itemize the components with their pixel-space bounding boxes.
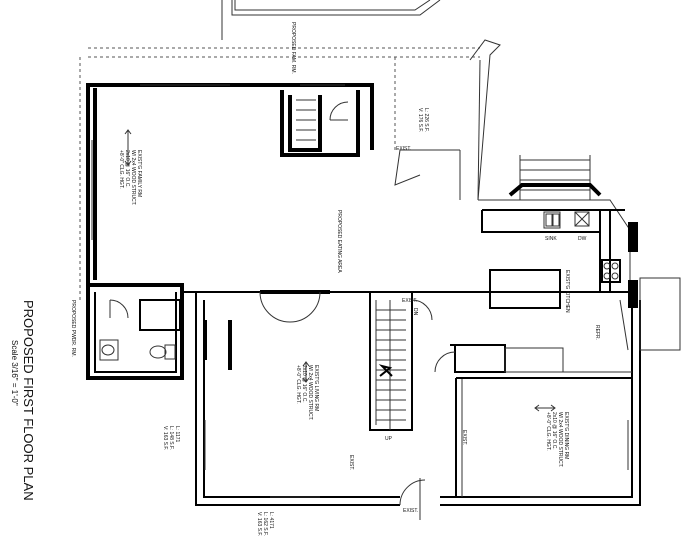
left-area-label: L: 1171 L: 148 S.F. V: 163 S.F. bbox=[162, 426, 180, 450]
eating-area-label: PROPOSED EATING AREA bbox=[336, 210, 342, 273]
svg-text:2x10 @ 16" O.C.: 2x10 @ 16" O.C. bbox=[301, 365, 307, 403]
exist-label-living: EXIST. bbox=[348, 455, 354, 470]
svg-text:L: 148 S.F.: L: 148 S.F. bbox=[168, 426, 174, 450]
svg-text:V: 163 S.F.: V: 163 S.F. bbox=[162, 426, 168, 450]
sink-label: SINK bbox=[545, 236, 557, 242]
svg-text:V: 176 S.F.: V: 176 S.F. bbox=[417, 108, 423, 132]
svg-text:2x10 @ 16" O.C.: 2x10 @ 16" O.C. bbox=[551, 412, 557, 450]
svg-text:+8'-0" CLG. HGT.: +8'-0" CLG. HGT. bbox=[545, 412, 551, 451]
family-room bbox=[79, 57, 396, 300]
svg-text:EXIST'G DINING RM: EXIST'G DINING RM bbox=[563, 412, 569, 459]
svg-text:+8'-0" CLG. HGT.: +8'-0" CLG. HGT. bbox=[295, 365, 301, 404]
sink-icon bbox=[99, 339, 119, 361]
title-block: PROPOSED FIRST FLOOR PLAN Scale 3/16" = … bbox=[10, 300, 36, 501]
kitchen-island bbox=[489, 269, 561, 309]
kitchen-label: EXIST'G KITCHEN bbox=[564, 270, 570, 313]
range-icon bbox=[601, 259, 621, 283]
main-house-walls bbox=[182, 290, 641, 520]
refr-label: REFR. bbox=[594, 325, 600, 340]
stairs bbox=[369, 292, 433, 431]
svg-text:2x10 @ 16" O.C.: 2x10 @ 16" O.C. bbox=[124, 150, 130, 188]
svg-text:+8'-0" CLG. HGT.: +8'-0" CLG. HGT. bbox=[118, 150, 124, 189]
bottom-area-label: L: 4171 L: 162 S.F. V: 163 S.F. bbox=[256, 512, 274, 536]
svg-text:W/ 2x4 WOOD STRUCT.: W/ 2x4 WOOD STRUCT. bbox=[557, 412, 563, 468]
exist-label-bottom: EXIST. bbox=[403, 508, 418, 514]
stair-up-label: UP bbox=[385, 436, 393, 442]
stair-down-label: DN bbox=[412, 308, 418, 316]
dw-label: DW bbox=[578, 236, 587, 242]
living-room-label: EXIST'G LIVING RM W/ 2x4 WOOD STRUCT. 2x… bbox=[295, 365, 319, 421]
toilet-icon bbox=[149, 345, 167, 359]
svg-text:L: 4171: L: 4171 bbox=[268, 512, 274, 529]
exist-label-stair: EXIST. bbox=[402, 298, 417, 304]
site-lines bbox=[88, 0, 501, 201]
top-area-label: L: 226 S.F. V: 176 S.F. bbox=[417, 108, 429, 132]
dining-room-label: EXIST'G DINING RM W/ 2x4 WOOD STRUCT. 2x… bbox=[545, 412, 569, 468]
arrow-icon bbox=[124, 129, 556, 412]
svg-text:L: 226 S.F.: L: 226 S.F. bbox=[423, 108, 429, 132]
svg-text:W/ 2x4 WOOD STRUCT.: W/ 2x4 WOOD STRUCT. bbox=[307, 365, 313, 421]
page-title: PROPOSED FIRST FLOOR PLAN bbox=[21, 300, 36, 501]
powder-room bbox=[86, 283, 184, 380]
svg-text:V: 163 S.F.: V: 163 S.F. bbox=[256, 512, 262, 536]
svg-text:EXIST'G FAMILY RM: EXIST'G FAMILY RM bbox=[136, 150, 142, 197]
svg-text:L: 1171: L: 1171 bbox=[174, 426, 180, 443]
powder-room-label: PROPOSED PWDR. RM. bbox=[70, 300, 76, 357]
family-room-label: EXIST'G FAMILY RM W/ 2x4 WOOD STRUCT. 2x… bbox=[118, 150, 142, 206]
svg-text:L: 162 S.F.: L: 162 S.F. bbox=[262, 512, 268, 536]
sink-icon bbox=[543, 211, 561, 229]
scale-label: Scale 3/16" = 1'-0" bbox=[10, 340, 19, 406]
kitchen bbox=[394, 149, 681, 373]
svg-text:EXIST'G LIVING RM: EXIST'G LIVING RM bbox=[313, 365, 319, 411]
exist-label-dining: EXIST. bbox=[461, 430, 467, 445]
proposed-family-room-label: PROPOSED FAM. RM. bbox=[290, 22, 296, 74]
svg-text:W/ 2x4 WOOD STRUCT.: W/ 2x4 WOOD STRUCT. bbox=[130, 150, 136, 206]
exist-label-top: EXIST. bbox=[396, 146, 411, 152]
